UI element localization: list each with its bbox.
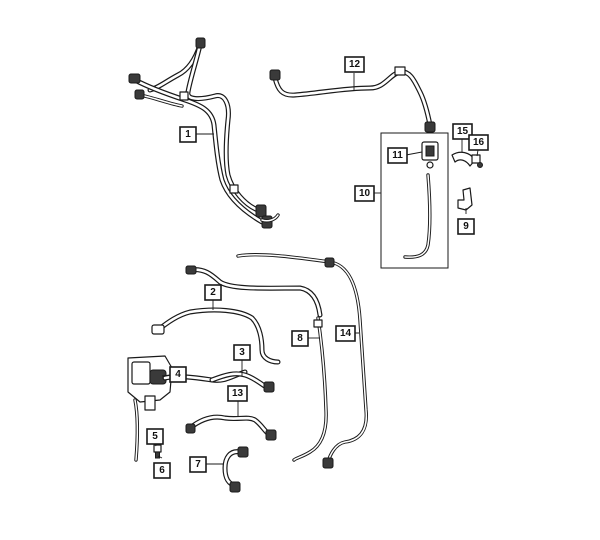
part-5-strap [133, 398, 140, 462]
callout-10-label: 10 [359, 188, 371, 199]
callout-7-label: 7 [195, 459, 201, 470]
callout-3-label: 3 [239, 347, 245, 358]
part-13-hose [185, 414, 277, 441]
part-11-valve [421, 141, 439, 169]
callout-8-label: 8 [297, 333, 303, 344]
callout-16-label: 16 [473, 137, 485, 148]
part-8-tube [292, 316, 328, 462]
callout-11-label: 11 [392, 150, 403, 161]
part-2-hose [151, 265, 323, 365]
callout-15: 15 [452, 123, 473, 140]
callout-16: 16 [468, 134, 489, 151]
callout-5: 5 [146, 428, 164, 445]
callout-3: 3 [233, 344, 251, 361]
part-10-vent-tube [403, 173, 432, 259]
part-4-canister [127, 355, 248, 411]
part-9-bracket [457, 187, 473, 211]
callout-6: 6 [153, 462, 171, 479]
part-10-group-frame [380, 132, 449, 269]
callout-14-label: 14 [340, 328, 352, 339]
part-14-long-tube [236, 253, 368, 469]
part-1-hose-harness [128, 37, 280, 229]
callout-7: 7 [189, 456, 207, 473]
callout-6-label: 6 [159, 465, 165, 476]
callout-9: 9 [457, 218, 475, 235]
callout-9-label: 9 [463, 221, 469, 232]
callout-14: 14 [335, 325, 356, 342]
part-12-upper-tube [269, 66, 436, 133]
callout-1: 1 [179, 126, 197, 143]
callout-12-label: 12 [349, 59, 361, 70]
part-15-clamp [451, 151, 476, 167]
part-7-hose [222, 446, 249, 493]
part-6-fastener [153, 444, 162, 459]
callout-2: 2 [204, 284, 222, 301]
callout-15-label: 15 [457, 126, 469, 137]
part-3-hose [209, 371, 275, 393]
callout-13-label: 13 [232, 388, 244, 399]
callout-5-label: 5 [152, 431, 158, 442]
callout-1-label: 1 [185, 129, 191, 140]
callout-13: 13 [227, 385, 248, 402]
callout-4: 4 [169, 366, 187, 383]
callout-2-label: 2 [210, 287, 216, 298]
part-16-clip [471, 154, 483, 168]
callout-8: 8 [291, 330, 309, 347]
callout-12: 12 [344, 56, 365, 73]
callout-11: 11 [387, 147, 408, 164]
callout-4-label: 4 [175, 369, 181, 380]
leader-lines [154, 73, 479, 465]
callout-10: 10 [354, 185, 375, 202]
